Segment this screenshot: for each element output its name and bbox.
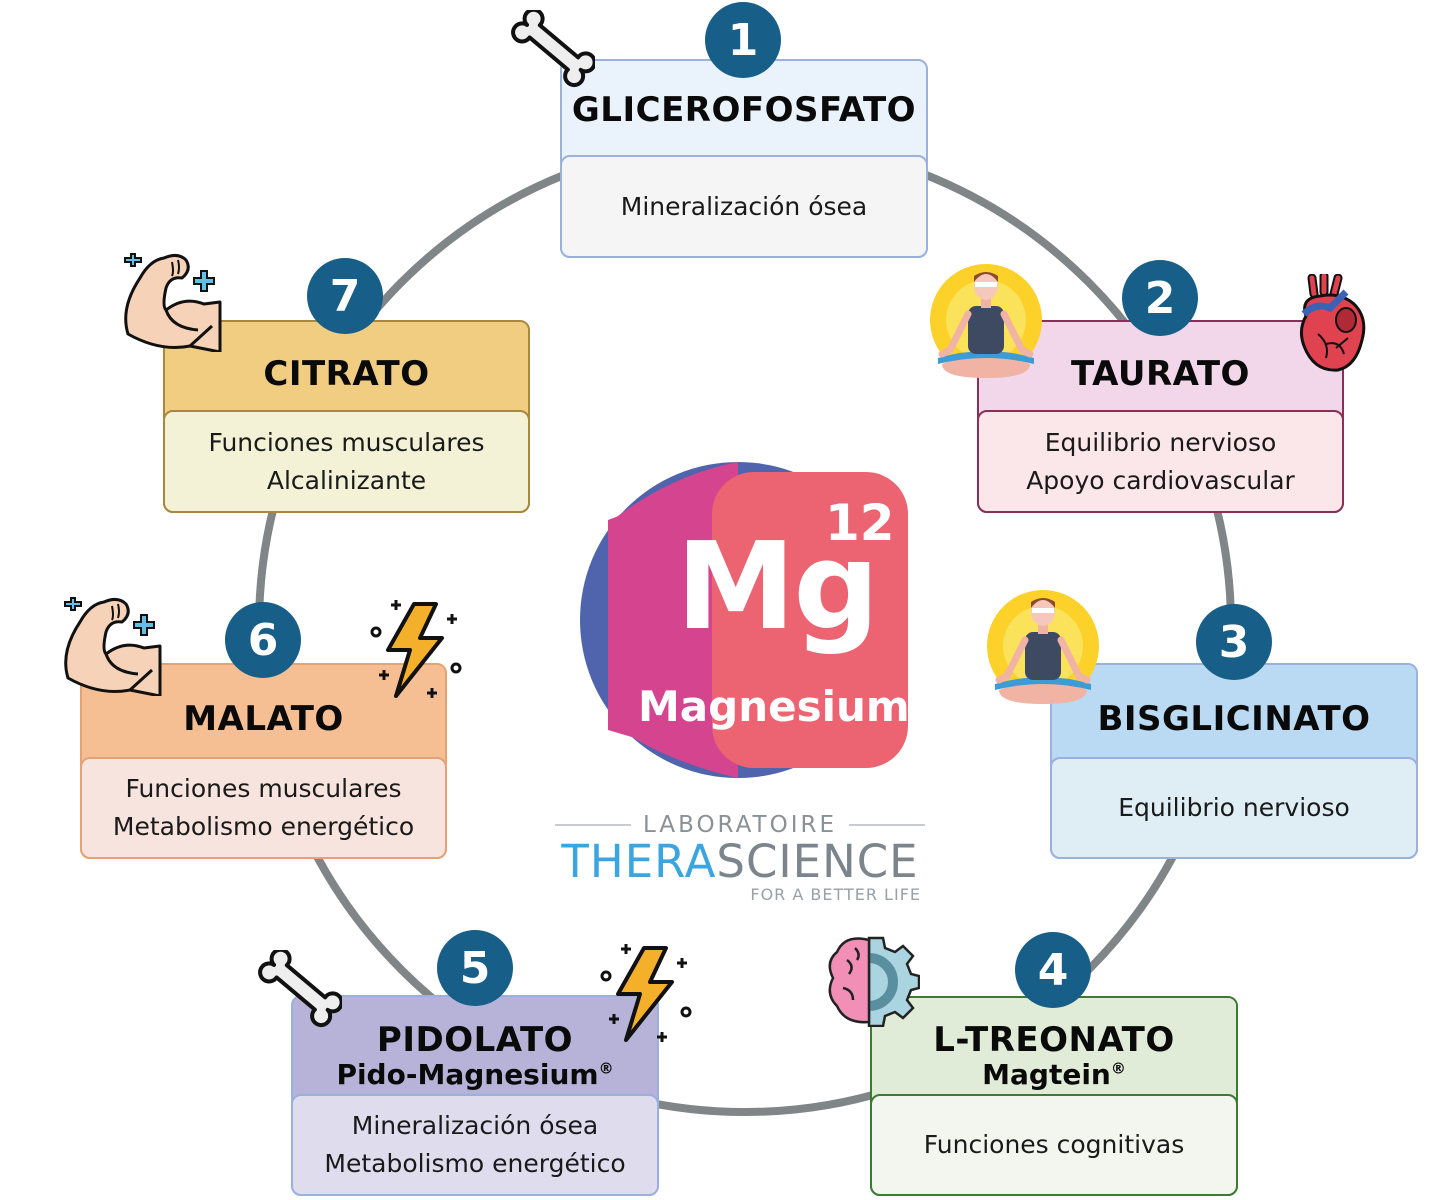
form-card-l-treonato: L-TREONATO Magtein® Funciones cognitivas: [870, 996, 1238, 1196]
benefit: Funciones cognitivas: [923, 1130, 1185, 1159]
card-title: BISGLICINATO: [1097, 699, 1371, 739]
card-benefits: Funciones cognitivas: [870, 1094, 1238, 1196]
bone-icon: [511, 10, 595, 88]
lightning-icon: [370, 600, 462, 698]
card-title: L-TREONATO: [933, 1020, 1175, 1060]
lightning-icon: [600, 944, 692, 1042]
logo-rule-right: [849, 824, 925, 826]
card-title: MALATO: [183, 699, 344, 739]
card-benefits: Funciones musculares Metabolismo energét…: [80, 757, 447, 859]
form-card-malato: MALATO Funciones musculares Metabolismo …: [80, 663, 447, 859]
card-header: TAURATO: [979, 322, 1342, 414]
card-benefits: Funciones musculares Alcalinizante: [163, 410, 530, 513]
badge-number-2: 2: [1122, 260, 1198, 336]
muscle-icon: [64, 597, 162, 696]
bone-icon: [258, 950, 342, 1028]
card-benefits: Mineralización ósea Metabolismo energéti…: [291, 1094, 659, 1196]
card-title: GLICEROFOSFATO: [571, 90, 917, 130]
logo-tagline: FOR A BETTER LIFE: [750, 885, 921, 905]
form-card-citrato: CITRATO Funciones musculares Alcalinizan…: [163, 320, 530, 513]
benefit: Metabolismo energético: [112, 812, 415, 841]
logo-coral-tile: [712, 472, 908, 768]
element-name: Magnesium: [638, 682, 910, 731]
card-brand: Magtein®: [982, 1058, 1126, 1091]
meditation-icon: [987, 590, 1099, 704]
form-card-bisglicinato: BISGLICINATO Equilibrio nervioso: [1050, 663, 1418, 859]
heart-icon: [1299, 274, 1366, 372]
element-symbol: Mg: [676, 518, 879, 657]
atomic-number: 12: [825, 494, 895, 552]
card-benefits: Equilibrio nervioso Apoyo cardiovascular: [977, 410, 1344, 513]
benefit: Mineralización ósea: [620, 191, 868, 221]
card-benefits: Mineralización ósea: [560, 155, 928, 258]
benefit: Equilibrio nervioso: [1044, 427, 1277, 457]
meditation-icon: [930, 264, 1042, 378]
card-header: PIDOLATO Pido-Magnesium®: [293, 997, 657, 1098]
badge-number-1: 1: [705, 2, 781, 78]
card-header: GLICEROFOSFATO: [562, 61, 926, 159]
card-header: BISGLICINATO: [1052, 665, 1416, 761]
logo-rule-left: [555, 824, 631, 826]
form-card-glicerofosfato: GLICEROFOSFATO Mineralización ósea: [560, 59, 928, 258]
badge-number-7: 7: [307, 258, 383, 334]
badge-number-4: 4: [1015, 932, 1091, 1008]
logo-pink-fill: [610, 462, 738, 778]
logo-science: SCIENCE: [716, 835, 919, 888]
benefit: Funciones musculares: [125, 774, 402, 803]
benefit: Equilibrio nervioso: [1118, 793, 1350, 822]
card-title: TAURATO: [1071, 354, 1250, 394]
badge-number-3: 3: [1196, 604, 1272, 680]
card-brand: Pido-Magnesium®: [336, 1057, 614, 1091]
form-card-pidolato: PIDOLATO Pido-Magnesium® Mineralización …: [291, 995, 659, 1196]
card-title: PIDOLATO: [376, 1019, 574, 1060]
magnesium-element-logo: 12 Mg Magnesium: [580, 460, 910, 780]
badge-number-6: 6: [225, 602, 301, 678]
card-title: CITRATO: [263, 354, 430, 394]
muscle-icon: [124, 253, 222, 352]
badge-number-5: 5: [437, 930, 513, 1006]
logo-thera: THERA: [561, 835, 717, 888]
benefit: Apoyo cardiovascular: [1026, 465, 1295, 495]
logo-laboratoire: LABORATOIRE: [643, 812, 837, 838]
benefit: Metabolismo energético: [324, 1149, 626, 1178]
form-card-taurato: TAURATO Equilibrio nervioso Apoyo cardio…: [977, 320, 1344, 513]
therascience-logo: LABORATOIRE THERASCIENCE FOR A BETTER LI…: [555, 812, 925, 912]
card-header: L-TREONATO Magtein®: [872, 998, 1236, 1098]
benefit: Mineralización ósea: [351, 1111, 599, 1140]
card-benefits: Equilibrio nervioso: [1050, 757, 1418, 859]
card-header: CITRATO: [165, 322, 528, 414]
brain-gear-icon: [828, 936, 920, 1027]
benefit: Alcalinizante: [266, 465, 427, 495]
benefit: Funciones musculares: [208, 427, 485, 457]
